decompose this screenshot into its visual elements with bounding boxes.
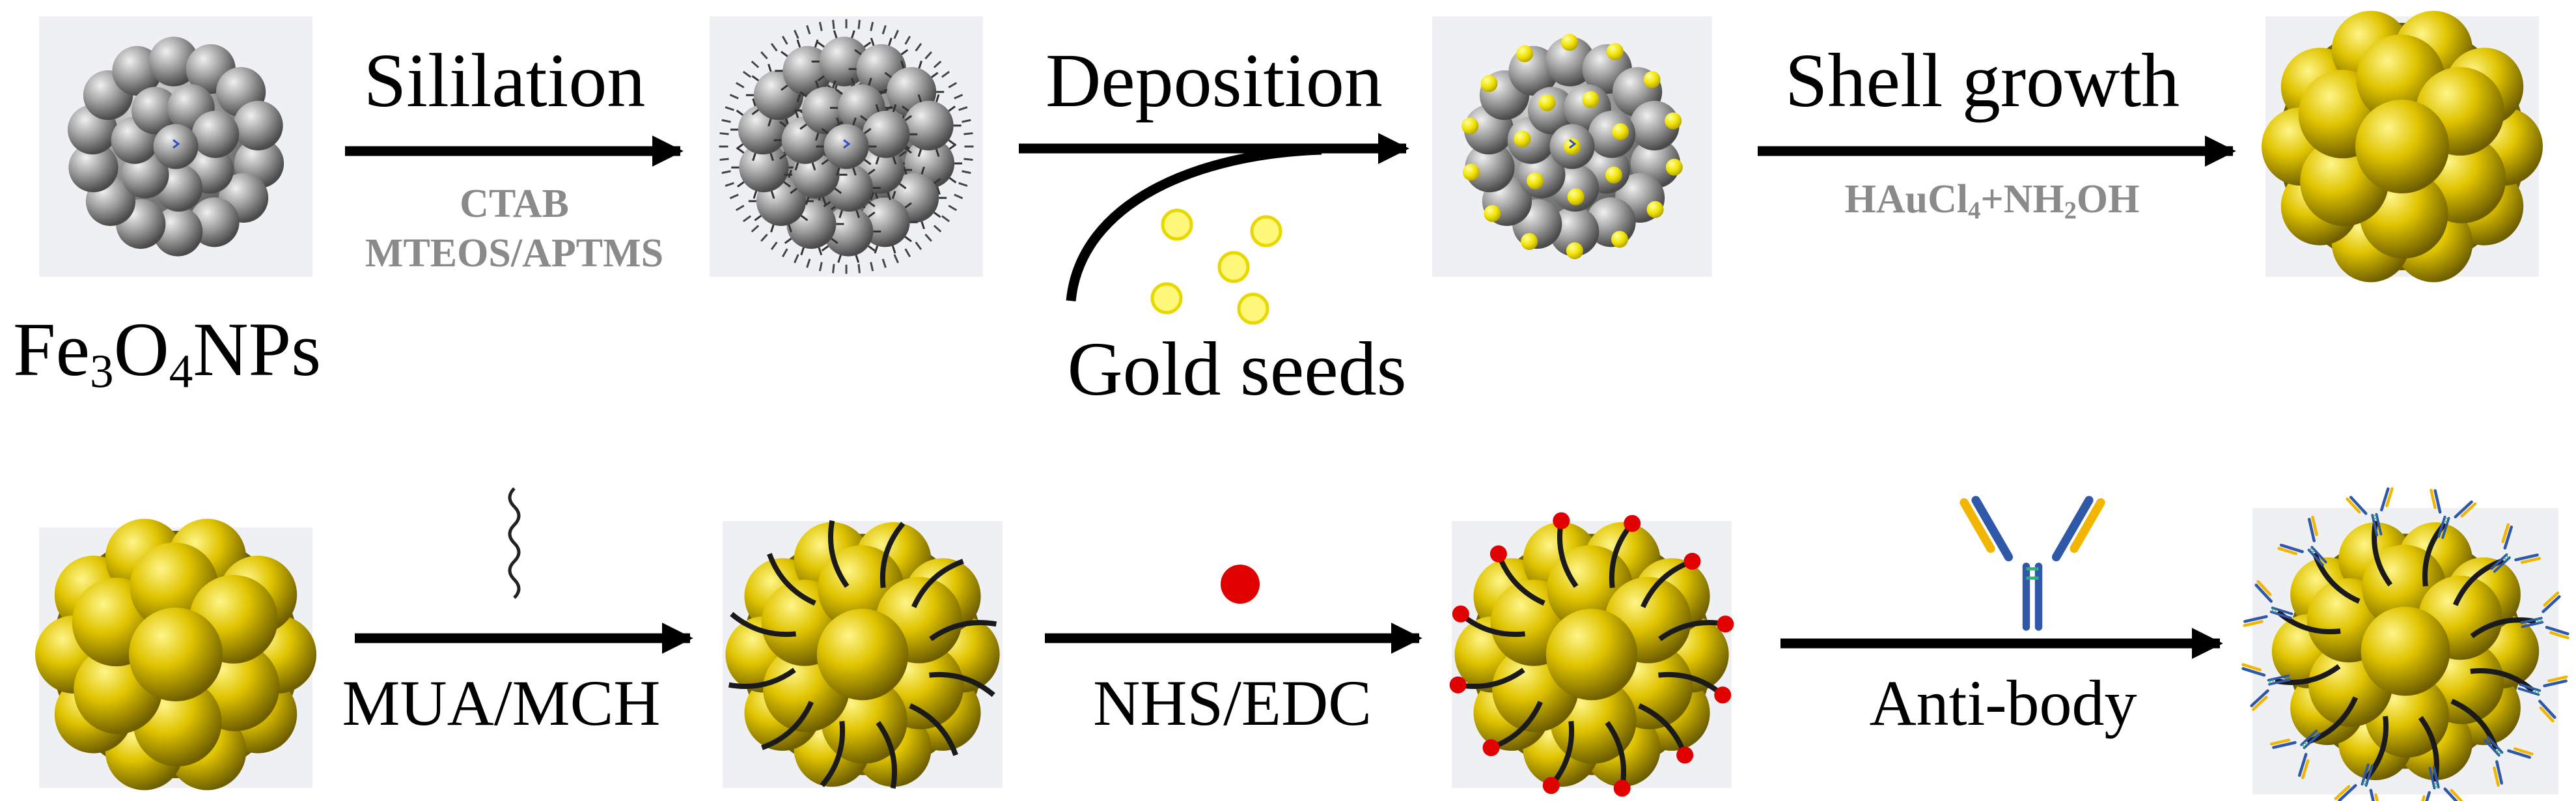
ligand-modified-nanoshell-icon — [725, 520, 1000, 789]
label-gold-seeds: Gold seeds — [1067, 326, 1407, 412]
label-mteos-aptms: MTEOS/APTMS — [365, 231, 664, 275]
antibody-icon — [1960, 496, 2105, 631]
label-deposition: Deposition — [1046, 38, 1383, 123]
label-nhs-edc: NHS/EDC — [1093, 667, 1372, 739]
label-anti-body: Anti-body — [1869, 667, 2137, 739]
arrow-deposition-branch — [1066, 145, 1322, 302]
silica-coated-nanoparticle-icon — [719, 19, 974, 274]
gray-nanoparticle-icon — [67, 36, 284, 257]
arrows — [345, 132, 2236, 660]
gold-nanoshell-icon — [35, 518, 316, 791]
antibody-conjugated-nanoshell-icon — [2241, 487, 2569, 801]
label-fe3o4nps: Fe3O4NPs — [13, 307, 322, 398]
nhs-dot-icon — [1221, 565, 1260, 604]
ligand-chain-icon — [508, 487, 521, 599]
label-mua-mch: MUA/MCH — [342, 667, 661, 739]
label-sililation: Sililation — [363, 38, 646, 123]
gold-nanoshell-icon — [2262, 10, 2543, 283]
label-shell-growth: Shell growth — [1784, 38, 2180, 123]
nhs-activated-nanoshell-icon — [1449, 512, 1734, 797]
gold-seed-icon — [1150, 208, 1282, 325]
gold-seeded-nanoparticle-icon — [1461, 33, 1683, 260]
label-haucl4-nh2oh: HAuCl4+NH2OH — [1844, 177, 2140, 225]
label-ctab: CTAB — [460, 182, 569, 226]
